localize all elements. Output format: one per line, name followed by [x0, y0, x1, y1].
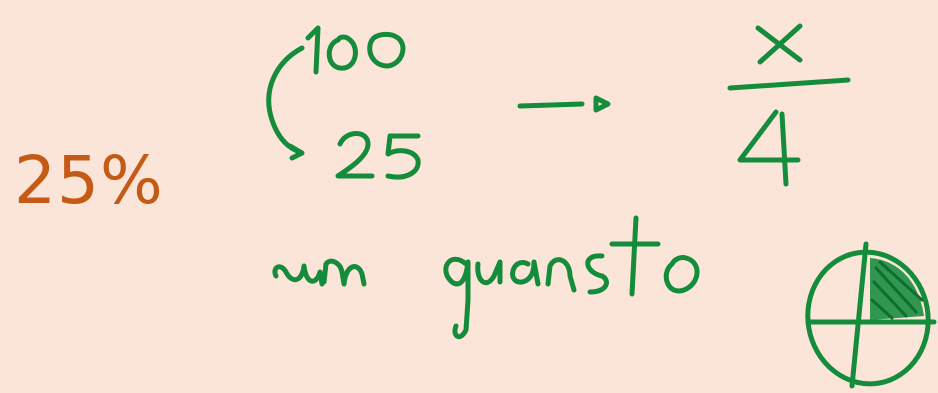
curved-arrow-icon: [266, 45, 305, 161]
shaded-quarter-region: [870, 258, 924, 320]
quarter-circle-diagram: [805, 241, 937, 389]
percent-label: 25%: [14, 142, 164, 219]
handwritten-number-25: [335, 131, 421, 180]
handwritten-caption-um-quarto: [272, 215, 700, 340]
right-arrow-icon: [517, 95, 611, 113]
handwritten-number-100: [305, 25, 406, 75]
fraction-x-over-4: [727, 23, 851, 187]
